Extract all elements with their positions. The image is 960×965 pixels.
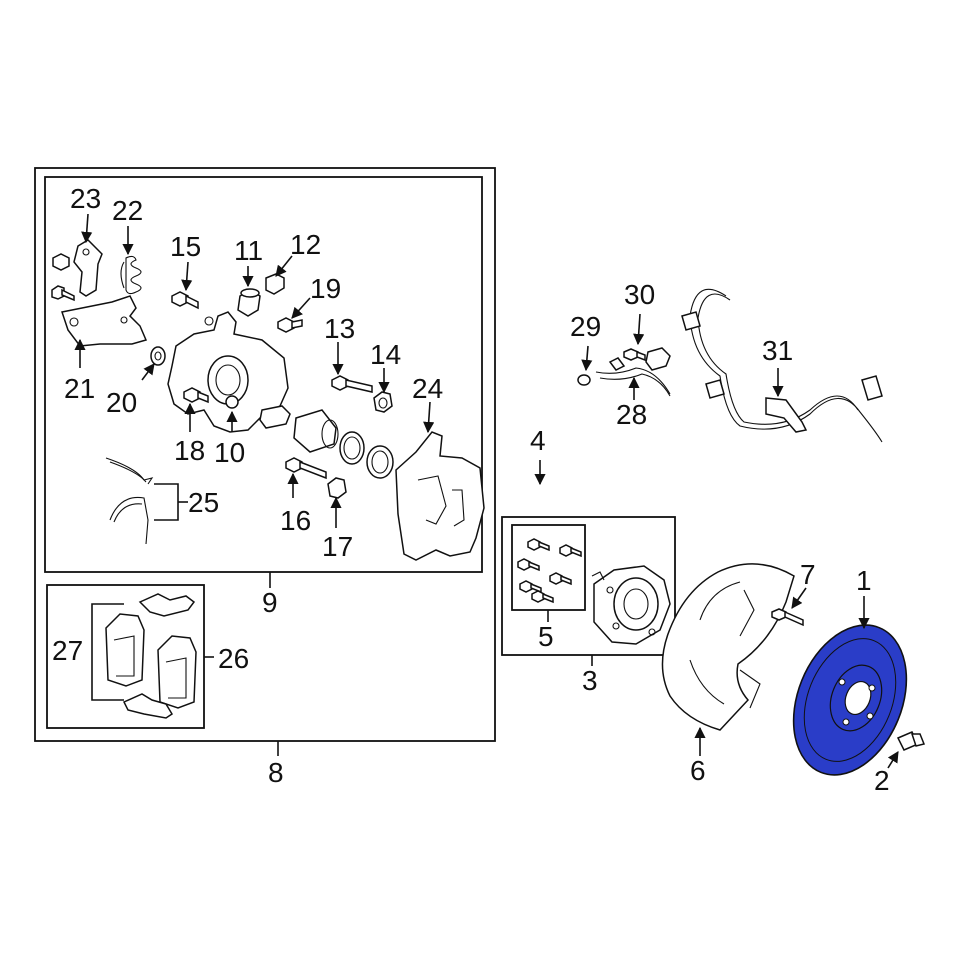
callout-2: 2 bbox=[874, 765, 890, 796]
piston-seal bbox=[339, 431, 365, 465]
dust-cap-part-12 bbox=[265, 273, 285, 295]
bolt-part-7 bbox=[771, 608, 804, 627]
hub-bolts-part-5 bbox=[517, 538, 582, 604]
leader-lines bbox=[74, 213, 899, 769]
callout-7: 7 bbox=[800, 559, 816, 590]
piston-part-10 bbox=[293, 409, 339, 453]
callout-17: 17 bbox=[322, 531, 353, 562]
spring-part-22 bbox=[120, 255, 142, 295]
bolt-part-18 bbox=[183, 387, 209, 404]
callout-31: 31 bbox=[762, 335, 793, 366]
brake-pad-part-26 bbox=[157, 635, 197, 709]
callout-10: 10 bbox=[214, 437, 245, 468]
callout-12: 12 bbox=[290, 229, 321, 260]
hub-box-3 bbox=[501, 516, 676, 656]
screw-part-2 bbox=[896, 731, 926, 751]
callout-25: 25 bbox=[188, 487, 219, 518]
callout-30: 30 bbox=[624, 279, 655, 310]
bolt-part-15 bbox=[171, 291, 199, 310]
caliper-box-9 bbox=[44, 176, 483, 573]
dust-shield-part-6 bbox=[661, 563, 795, 731]
guide-bolt-part-13 bbox=[331, 375, 373, 393]
carrier-bracket-part-24 bbox=[395, 431, 485, 561]
callout-21: 21 bbox=[64, 373, 95, 404]
callout-5: 5 bbox=[538, 621, 554, 652]
sensor-part-28 bbox=[595, 347, 671, 397]
callout-20: 20 bbox=[106, 387, 137, 418]
clip-part-25 bbox=[105, 457, 154, 545]
callout-labels: 23 22 15 11 12 19 13 14 24 21 20 18 10 2… bbox=[52, 183, 890, 796]
brake-pad-part-27 bbox=[105, 613, 145, 687]
callout-22: 22 bbox=[112, 195, 143, 226]
callout-26: 26 bbox=[218, 643, 249, 674]
callout-13: 13 bbox=[324, 313, 355, 344]
callout-19: 19 bbox=[310, 273, 341, 304]
nut-part-23 bbox=[51, 253, 75, 302]
callout-1: 1 bbox=[856, 565, 872, 596]
washer-part-29 bbox=[577, 374, 591, 386]
bolt-part-30 bbox=[623, 348, 646, 362]
callout-6: 6 bbox=[690, 755, 706, 786]
wheel-hub-part-3 bbox=[591, 565, 671, 645]
bleeder-part-19 bbox=[277, 317, 303, 333]
bracket-part-23 bbox=[73, 239, 103, 297]
callout-16: 16 bbox=[280, 505, 311, 536]
bracket-part-21 bbox=[61, 295, 148, 347]
callout-27: 27 bbox=[52, 635, 83, 666]
callout-23: 23 bbox=[70, 183, 101, 214]
pad-clip-top bbox=[138, 593, 196, 617]
callout-11: 11 bbox=[234, 235, 263, 266]
callout-28: 28 bbox=[616, 399, 647, 430]
dust-boot bbox=[366, 445, 394, 479]
brake-rotor-part-1[interactable] bbox=[773, 608, 928, 792]
washer-part-20 bbox=[150, 346, 166, 366]
callout-24: 24 bbox=[412, 373, 443, 404]
callout-4: 4 bbox=[530, 425, 546, 456]
callout-3: 3 bbox=[582, 665, 598, 696]
assembly-box-8 bbox=[34, 167, 496, 742]
callout-8: 8 bbox=[268, 757, 284, 788]
boot-part-14 bbox=[373, 391, 393, 413]
callout-29: 29 bbox=[570, 311, 601, 342]
bolt-part-16 bbox=[285, 457, 327, 480]
callout-18: 18 bbox=[174, 435, 205, 466]
callout-14: 14 bbox=[370, 339, 401, 370]
pad-clip-bottom bbox=[122, 693, 174, 719]
guide-pin-part-11 bbox=[237, 288, 261, 317]
caliper-housing-part-10 bbox=[167, 311, 291, 433]
boot-part-17 bbox=[327, 477, 347, 499]
callout-15: 15 bbox=[170, 231, 201, 262]
callout-9: 9 bbox=[262, 587, 278, 618]
wire-harness-part-31 bbox=[681, 288, 883, 443]
